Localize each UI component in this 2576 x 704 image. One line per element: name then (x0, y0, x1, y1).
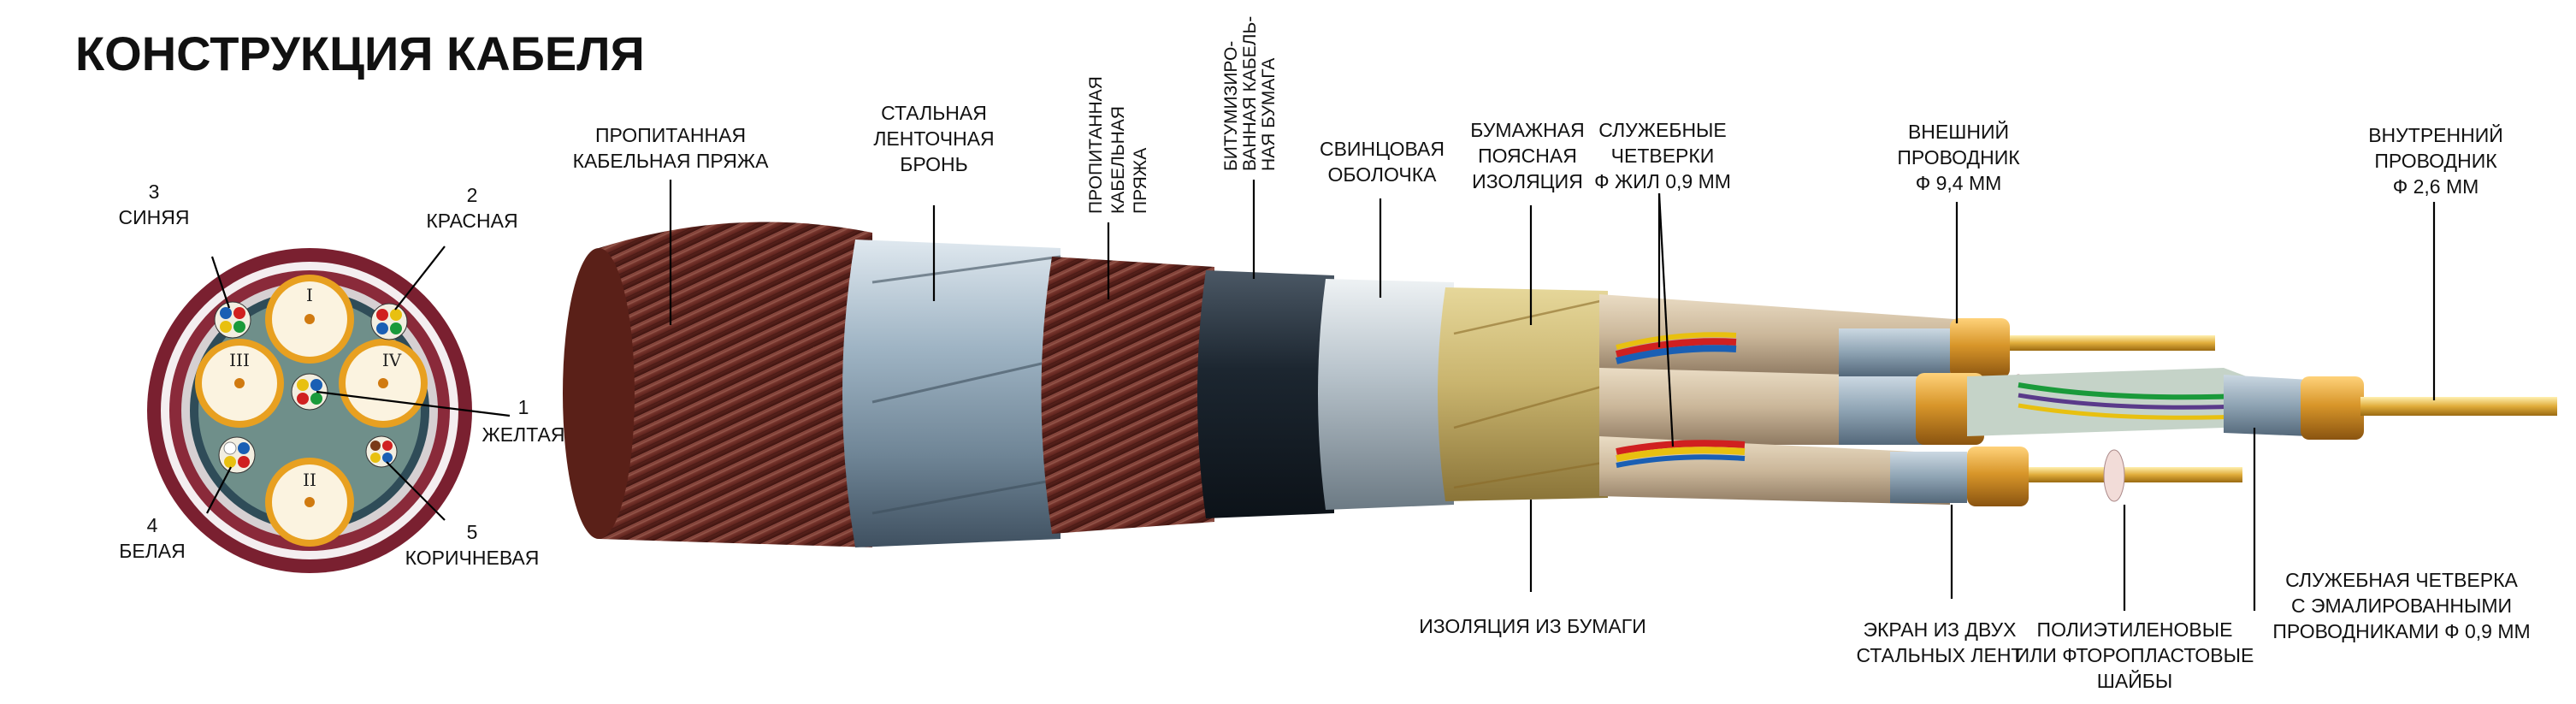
cable-leaders (669, 180, 2436, 611)
tube-numeral: III (229, 350, 250, 370)
label-lead-sheath: ОБОЛОЧКА (1328, 163, 1438, 186)
label-inner-conductor: ВНУТРЕННИЙ (2368, 123, 2503, 146)
leader-line (394, 246, 446, 311)
label-lead-sheath: СВИНЦОВАЯ (1320, 138, 1445, 160)
outer-conductor-upper (1950, 318, 2010, 378)
label-service-quads: Ф ЖИЛ 0,9 ММ (1594, 170, 1731, 192)
inner-conductor-rod (2029, 467, 2242, 482)
svg-text:НАЯ БУМАГА: НАЯ БУМАГА (1259, 58, 1279, 171)
quad-color-label: СИНЯЯ (119, 206, 190, 228)
label-belt-insulation: ИЗОЛЯЦИЯ (1472, 170, 1583, 192)
label-yarn-2: ПРОПИТАННАЯ КАБЕЛЬНАЯ ПРЯЖА (1086, 76, 1150, 214)
leader-line (206, 466, 232, 514)
outer-conductor-end (2301, 376, 2364, 440)
label-inner-conductor: ПРОВОДНИК (2374, 150, 2497, 172)
quad-brown (365, 435, 398, 468)
quad-color-label: БЕЛАЯ (119, 540, 185, 562)
svg-text:ПРЯЖА: ПРЯЖА (1131, 148, 1150, 214)
label-yarn: КАБЕЛЬНАЯ ПРЯЖА (573, 150, 770, 172)
coax-tube-i (265, 275, 354, 364)
label-service-quads: ЧЕТВЕРКИ (1611, 145, 1715, 167)
label-enamel-quad: С ЭМАЛИРОВАННЫМИ (2291, 595, 2512, 617)
service-quad-upper (1616, 332, 1737, 364)
inner-conductor-rod (2010, 335, 2215, 351)
label-washers: ПОЛИЭТИЛЕНОВЫЕ (2037, 618, 2233, 641)
quad-yellow (291, 373, 328, 411)
tube-numeral: IV (382, 350, 402, 370)
steel-tape-armor (842, 240, 1061, 547)
coax-screen-end (2224, 375, 2309, 436)
label-outer-conductor: ВНЕШНИЙ (1908, 120, 2009, 143)
lead-sheath (1318, 279, 1454, 510)
quad-number: 2 (467, 184, 478, 206)
quad-number: 4 (147, 514, 158, 536)
svg-text:ВАННАЯ КАБЕЛЬ-: ВАННАЯ КАБЕЛЬ- (1240, 16, 1260, 171)
label-armor: СТАЛЬНАЯ (881, 102, 987, 124)
cable-labels: ПРОПИТАННАЯ КАБЕЛЬНАЯ ПРЯЖА СТАЛЬНАЯ ЛЕН… (573, 16, 2531, 692)
label-washers: ИЛИ ФТОРОПЛАСТОВЫЕ (2016, 644, 2254, 666)
impregnated-yarn-layer (582, 222, 872, 547)
coax-tube-ii (265, 458, 354, 547)
label-armor: ЛЕНТОЧНАЯ (873, 127, 994, 150)
label-yarn: ПРОПИТАННАЯ (595, 124, 746, 146)
quad-color-label: КОРИЧНЕВАЯ (405, 547, 540, 569)
label-paper-insulation: ИЗОЛЯЦИЯ ИЗ БУМАГИ (1419, 615, 1646, 637)
svg-text:ПРОПИТАННАЯ: ПРОПИТАННАЯ (1086, 76, 1106, 214)
quad-blue (214, 301, 251, 339)
outer-conductor-lower (1967, 447, 2029, 506)
label-outer-conductor: ПРОВОДНИК (1897, 146, 2020, 169)
inner-conductor-end (2360, 397, 2557, 416)
quad-color-label: КРАСНАЯ (426, 210, 517, 232)
label-enamel-quad: СЛУЖЕБНАЯ ЧЕТВЕРКА (2285, 569, 2518, 591)
quad-white (218, 436, 256, 474)
service-quad-lower (1616, 440, 1746, 468)
leader-line (386, 461, 446, 521)
page-title: КОНСТРУКЦИЯ КАБЕЛЯ (75, 27, 645, 80)
label-outer-conductor: Ф 9,4 ММ (1916, 172, 2002, 194)
label-inner-conductor: Ф 2,6 ММ (2393, 175, 2479, 198)
steel-screen-lower (1890, 452, 1967, 503)
bitumen-paper-layer (1197, 270, 1334, 518)
quad-color-label: ЖЕЛТАЯ (482, 423, 565, 446)
label-bitumen-paper: БИТУМИЗИРО- ВАННАЯ КАБЕЛЬ- НАЯ БУМАГА (1221, 16, 1279, 171)
label-service-quads: СЛУЖЕБНЫЕ (1598, 119, 1727, 141)
leader-line (316, 390, 511, 417)
leader-line (1657, 192, 1675, 447)
paper-insulated-tube-middle (1599, 368, 1916, 445)
svg-text:БИТУМИЗИРО-: БИТУМИЗИРО- (1221, 41, 1241, 171)
impregnated-yarn-2 (1041, 257, 1214, 534)
quad-number: 3 (149, 180, 160, 203)
tube-numeral: I (306, 285, 313, 305)
svg-text:КАБЕЛЬНАЯ: КАБЕЛЬНАЯ (1108, 106, 1128, 214)
coax-tube-iii (195, 339, 284, 428)
label-enamel-quad: ПРОВОДНИКАМИ Ф 0,9 ММ (2272, 620, 2530, 642)
cable-cross-section: I II III IV (119, 180, 565, 573)
tube-numeral: II (303, 470, 316, 490)
label-armor: БРОНЬ (900, 153, 968, 175)
belt-paper-insulation (1438, 287, 1608, 501)
steel-screen-upper (1839, 328, 1950, 376)
yarn-end-face (563, 248, 635, 539)
label-belt-insulation: БУМАЖНАЯ (1470, 119, 1584, 141)
label-belt-insulation: ПОЯСНАЯ (1478, 145, 1577, 167)
label-steel-screen: СТАЛЬНЫХ ЛЕНТ (1857, 644, 2024, 666)
label-washers: ШАЙБЫ (2097, 669, 2172, 692)
washer (2103, 449, 2125, 502)
leader-line (210, 256, 231, 309)
cable-longitudinal-view (563, 222, 2557, 547)
steel-screen-middle (1839, 376, 1924, 445)
quad-red (370, 303, 408, 340)
label-steel-screen: ЭКРАН ИЗ ДВУХ (1864, 618, 2017, 641)
quad-number: 1 (518, 396, 529, 418)
quad-number: 5 (467, 521, 478, 543)
